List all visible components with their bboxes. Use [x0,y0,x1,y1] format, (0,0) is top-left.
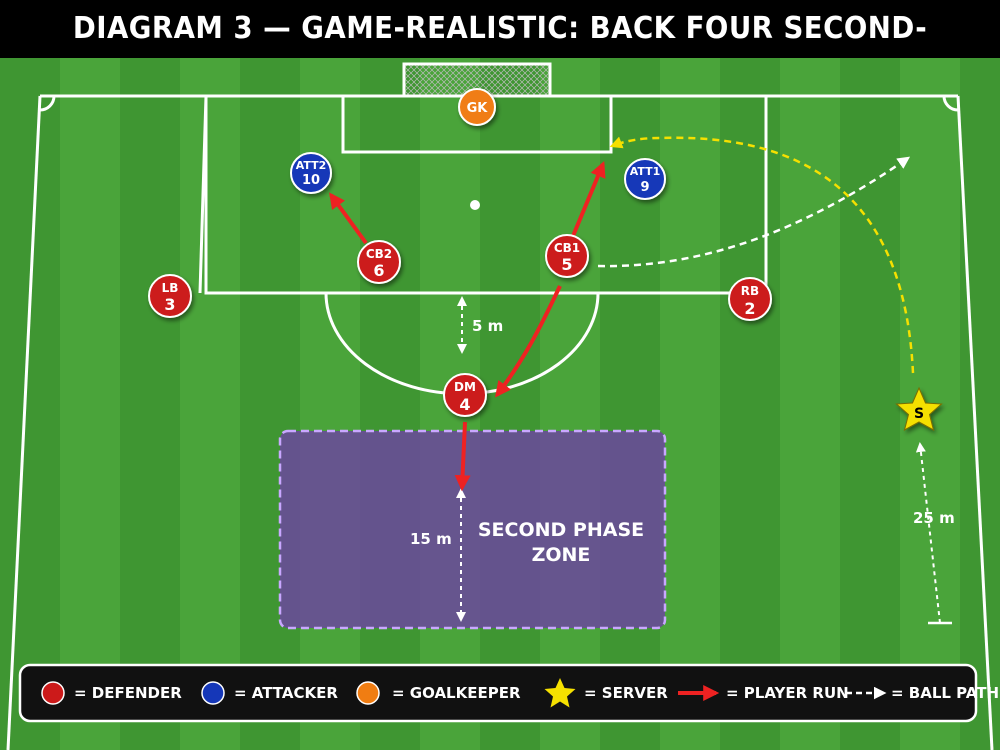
measure-25m: 25 m [913,442,955,625]
run-cb1-to-dm [495,285,562,398]
player-gk-role: GK [467,101,489,116]
player-dm: DM 4 [443,373,487,417]
measure-5m: 5 m [457,296,503,354]
second-phase-zone: SECOND PHASE ZONE [278,429,667,630]
measure-25m-label: 25 m [913,509,955,527]
legend-goalkeeper-label: = GOALKEEPER [392,684,521,702]
server-star-legend-icon [544,678,576,708]
ball-path-clearance [597,156,911,268]
player-lb: LB 3 [148,274,192,318]
diagram-title: DIAGRAM 3 — GAME-REALISTIC: BACK FOUR SE… [40,0,960,104]
player-cb1-number: 5 [561,255,572,274]
legend-goalkeeper: = GOALKEEPER [356,681,521,705]
player-dm-role: DM [454,380,476,394]
penalty-box-left-taper [198,95,208,294]
legend-defender-label: = DEFENDER [74,684,182,702]
run-dm-to-zone [454,421,471,492]
defender-circle-icon [41,681,65,705]
player-rb-number: 2 [744,299,755,318]
player-att2-number: 10 [302,173,320,188]
ball-paths [597,136,915,374]
zone-label-line2: ZONE [532,544,591,566]
legend-server: = SERVER [544,678,668,708]
player-att1: ATT1 9 [624,158,666,200]
player-cb2-number: 6 [373,261,384,280]
pitch-diagram: SECOND PHASE ZONE 5 m 15 m 25 m GK ATT2 … [0,58,1000,750]
attacker-circle-icon [201,681,225,705]
legend-attacker: = ATTACKER [201,681,338,705]
player-cb1: CB1 5 [545,234,589,278]
player-runs [329,161,606,492]
legend: = DEFENDER = ATTACKER = GOALKEEPER = SER… [18,663,999,723]
player-gk: GK [458,88,496,126]
player-att2: ATT2 10 [290,152,332,194]
player-lb-number: 3 [164,295,175,314]
legend-player-run-label: = PLAYER RUN [726,684,849,702]
measure-15m: 15 m [410,488,466,622]
player-rb: RB 2 [728,277,772,321]
zone-label-line1: SECOND PHASE [478,519,644,541]
player-server: S [895,386,943,431]
legend-attacker-label: = ATTACKER [234,684,338,702]
legend-ball-path: = BALL PATH [846,684,999,702]
player-cb1-role: CB1 [554,241,580,255]
player-att2-role: ATT2 [296,159,327,172]
right-touchline [956,95,994,750]
player-rb-role: RB [741,284,759,298]
player-cb2: CB2 6 [357,240,401,284]
goalkeeper-circle-icon [356,681,380,705]
corner-arc-right [942,95,959,112]
legend-ball-path-label: = BALL PATH [891,684,999,702]
legend-player-run: = PLAYER RUN [678,684,849,702]
run-cb1-to-post [571,161,606,237]
grass [0,58,1000,750]
player-dm-number: 4 [459,395,470,414]
penalty-spot [470,200,480,210]
measure-5m-label: 5 m [472,317,503,335]
measure-15m-label: 15 m [410,530,452,548]
player-cb2-role: CB2 [366,247,392,261]
corner-arc-left [39,95,56,112]
player-server-role: S [914,406,924,422]
legend-defender: = DEFENDER [41,681,182,705]
player-att1-role: ATT1 [630,165,661,178]
left-touchline [6,95,42,750]
legend-server-label: = SERVER [584,684,668,702]
server-star-icon [895,386,943,431]
player-lb-role: LB [162,281,179,295]
player-att1-number: 9 [640,180,649,195]
run-cb2-to-att2 [329,192,368,245]
